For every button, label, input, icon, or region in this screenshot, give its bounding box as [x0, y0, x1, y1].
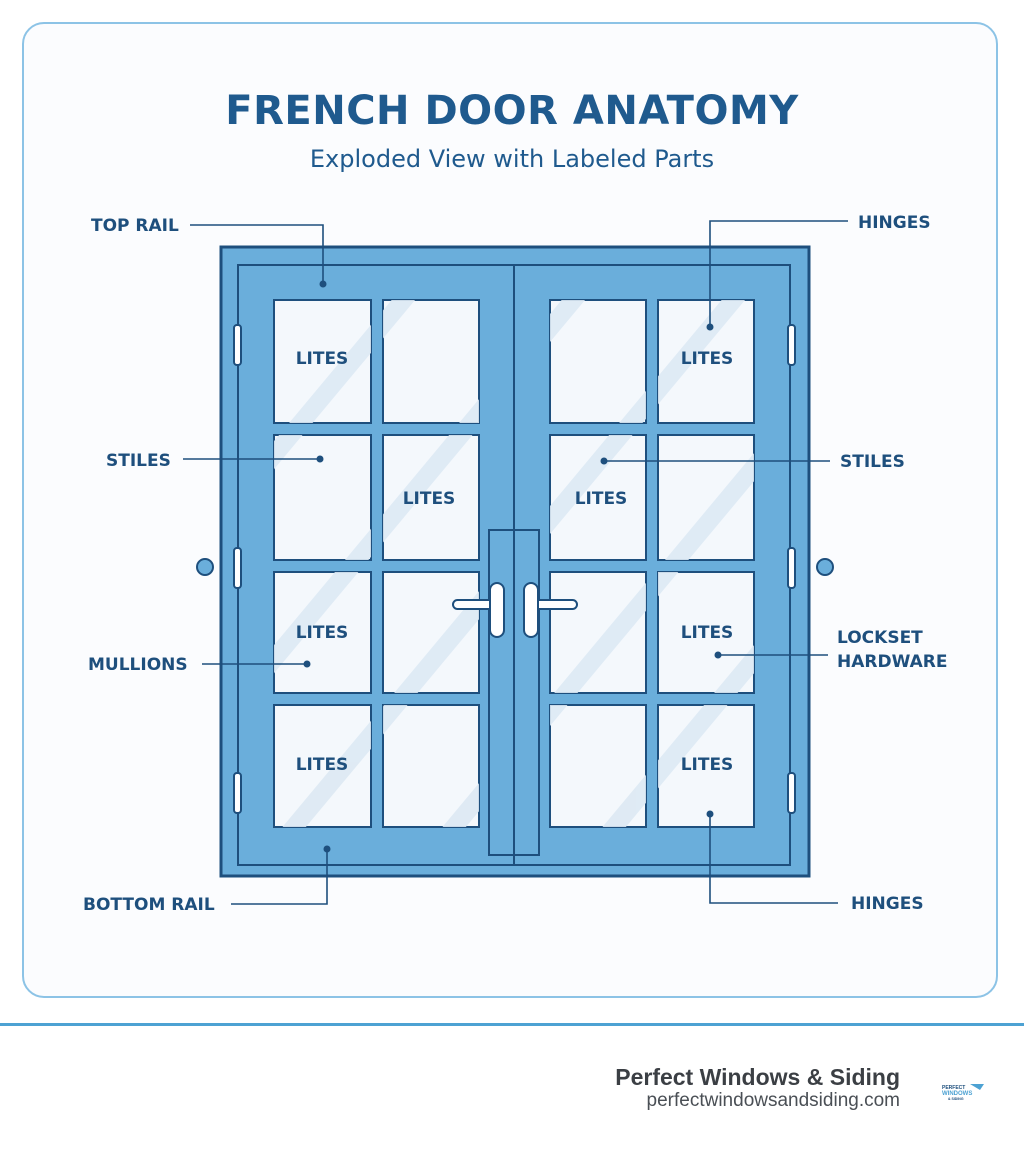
leader-dots [303, 280, 722, 853]
lite-label: LITES [296, 623, 349, 643]
logo-text-line3: & SIDING [948, 1097, 964, 1101]
footer-brand: Perfect Windows & Siding perfectwindowsa… [615, 1064, 900, 1112]
logo-text-line2: WINDOWS [942, 1091, 972, 1097]
side-knob-left [196, 558, 214, 576]
label-hinges-top: HINGES [858, 213, 931, 233]
page-subtitle: Exploded View with Labeled Parts [309, 145, 715, 173]
label-mullions: MULLIONS [88, 655, 188, 675]
leader-lines [183, 220, 848, 905]
company-logo: PERFECT WINDOWS & SIDING [942, 1084, 984, 1101]
lever-handle-right [523, 582, 578, 638]
company-url: perfectwindowsandsiding.com [646, 1090, 900, 1111]
label-stiles-right: STILES [840, 452, 905, 472]
lite-label: LITES [296, 755, 349, 775]
lite-label: LITES [575, 489, 628, 509]
label-top-rail: TOP RAIL [91, 216, 179, 236]
label-hardware: HARDWARE [837, 652, 947, 672]
side-knob-right [816, 558, 834, 576]
label-hinges-bottom: HINGES [851, 894, 924, 914]
lite-label: LITES [681, 755, 734, 775]
label-bottom-rail: BOTTOM RAIL [83, 895, 215, 915]
label-stiles-left: STILES [106, 451, 171, 471]
lite-label: LITES [681, 623, 734, 643]
page-title: FRENCH DOOR ANATOMY [225, 88, 799, 134]
label-lockset: LOCKSET [837, 628, 923, 648]
lite-label: LITES [296, 349, 349, 369]
lite-label: LITES [403, 489, 456, 509]
lever-handle-left [452, 582, 505, 638]
logo-text-line1: PERFECT [942, 1085, 965, 1091]
hinge-group [233, 324, 796, 814]
lite-label: LITES [681, 349, 734, 369]
footer-divider [0, 1023, 1024, 1026]
company-name: Perfect Windows & Siding [615, 1064, 900, 1090]
